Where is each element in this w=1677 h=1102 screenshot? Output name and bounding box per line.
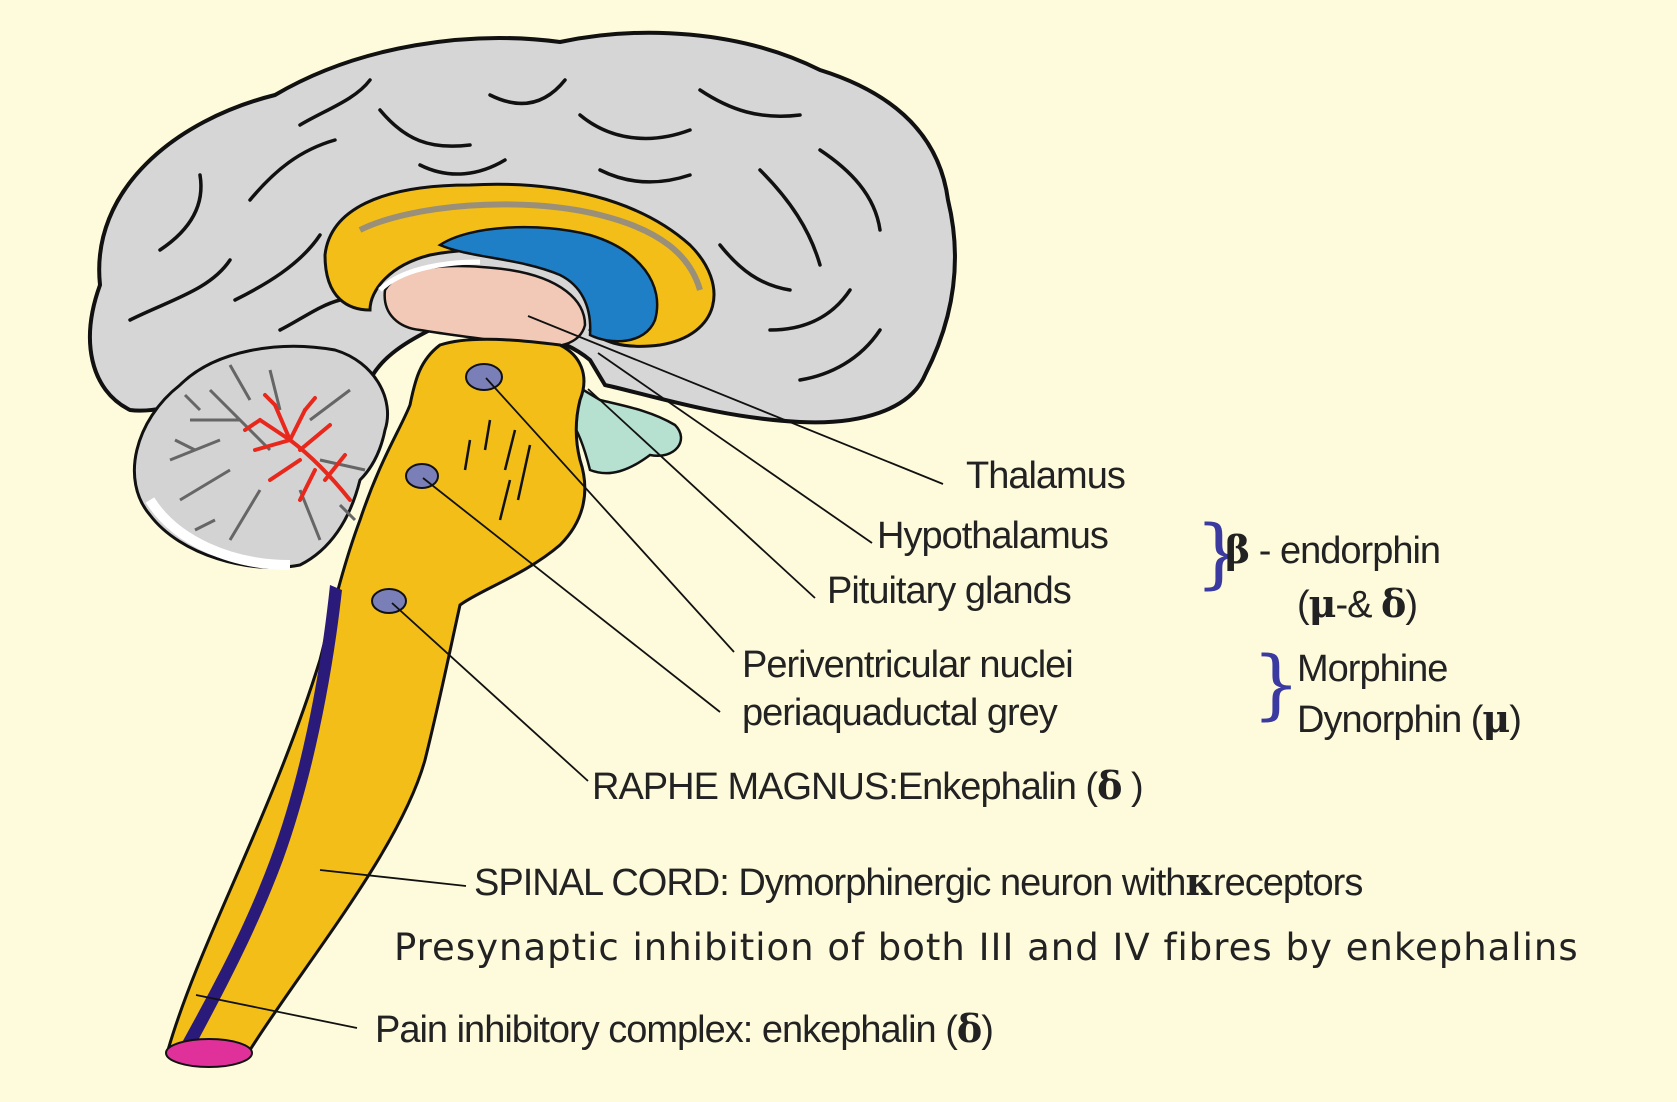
delta-symbol-2: δ [957,1006,981,1051]
label-periventricular: Periventricular nuclei [742,644,1073,687]
label-morphine: Morphine [1297,648,1447,691]
label-periaqueductal: periaquaductal grey [742,692,1057,735]
label-presynaptic: Presynaptic inhibition of both III and I… [394,926,1579,969]
pain-text: Pain inhibitory complex: enkephalin ( [375,1009,957,1051]
spinal-text: SPINAL CORD: Dymorphinergic neuron with [474,862,1185,904]
label-hypothalamus: Hypothalamus [877,515,1108,558]
delta-symbol: δ [1097,763,1121,808]
label-beta-endorphin: β - endorphin [1225,527,1440,573]
mu-symbol: μ [1309,581,1336,626]
dyn-close: ) [1509,699,1521,741]
mu-symbol-2: μ [1482,696,1509,741]
label-dynorphin: Dynorphin (μ) [1297,696,1521,742]
beta-symbol: β [1225,527,1249,572]
raphe-text: RAPHE MAGNUS:Enkephalin ( [592,766,1097,808]
paren-close: ) [1405,584,1417,626]
spinal-cord-tip [166,1039,252,1067]
kappa-symbol: κ [1185,859,1212,904]
raphe-close: ) [1121,766,1142,808]
label-pituitary: Pituitary glands [827,570,1071,613]
paren-open: ( [1297,584,1309,626]
label-spinal-cord: SPINAL CORD: Dymorphinergic neuron withκ… [474,859,1362,905]
dynorphin-text: Dynorphin ( [1297,699,1482,741]
pain-close: ) [981,1009,993,1051]
label-endorphin-receptors: (μ-& δ) [1297,581,1417,627]
delta-symbol-3: δ [1381,581,1405,626]
label-thalamus: Thalamus [966,455,1125,498]
label-raphe: RAPHE MAGNUS:Enkephalin (δ ) [592,763,1143,809]
spinal-tail: receptors [1213,862,1362,904]
raphe-nucleus [372,589,406,613]
label-pain-complex: Pain inhibitory complex: enkephalin (δ) [375,1006,993,1052]
and-text: -& [1335,584,1381,626]
beta-text: - endorphin [1249,530,1440,572]
brace-morphine: } [1252,646,1300,722]
periaqueductal-nucleus [406,464,438,488]
periventricular-nucleus [466,364,502,390]
